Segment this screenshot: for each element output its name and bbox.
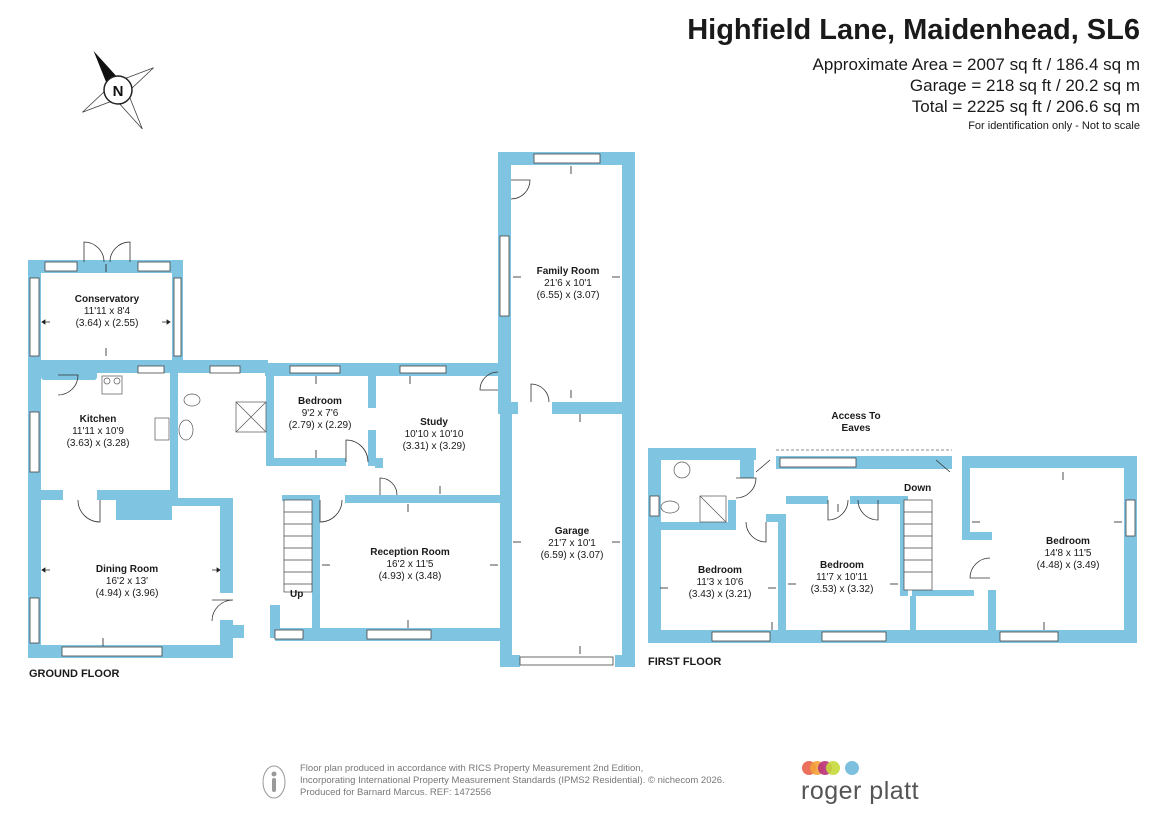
brand-logo-text: roger platt xyxy=(801,777,920,805)
compass-rose-icon: N xyxy=(82,50,154,130)
room-metric: (4.48) x (3.49) xyxy=(1036,560,1100,571)
room-dims: 21'7 x 10'1 xyxy=(548,538,596,549)
footer-disclaimer: Floor plan produced in accordance with R… xyxy=(300,763,725,799)
ground-floor-label: GROUND FLOOR xyxy=(29,668,120,680)
room-dims: 14'8 x 11'5 xyxy=(1044,548,1092,559)
footer-line-2: Incorporating International Property Mea… xyxy=(300,775,725,786)
room-metric: (6.55) x (3.07) xyxy=(536,290,600,301)
room-dims: 11'11 x 8'4 xyxy=(83,306,131,317)
room-bedroom-ground: Bedroom 9'2 x 7'6 (2.79) x (2.29) xyxy=(289,396,352,432)
room-bedroom-first-2: Bedroom 11'7 x 10'11 (3.53) x (3.32) xyxy=(811,560,874,596)
windows xyxy=(29,153,1136,666)
room-dining-room: Dining Room 16'2 x 13' (4.94) x (3.96) xyxy=(96,564,159,600)
doors xyxy=(57,179,991,622)
access-line-1: Access To xyxy=(831,411,881,422)
room-name: Bedroom xyxy=(1046,536,1090,547)
room-metric: (2.79) x (2.29) xyxy=(288,420,352,431)
total-area: Total = 2225 sq ft / 206.6 sq m xyxy=(911,97,1140,116)
room-name: Family Room xyxy=(536,266,600,277)
approximate-area: Approximate Area = 2007 sq ft / 186.4 sq… xyxy=(812,55,1140,74)
room-name: Bedroom xyxy=(698,565,742,576)
access-line-2: Eaves xyxy=(841,423,871,434)
stairs-down-label: Down xyxy=(904,483,932,494)
brand-logo-dots-icon xyxy=(802,761,859,775)
room-name: Study xyxy=(420,417,448,428)
room-metric: (3.63) x (3.28) xyxy=(66,438,130,449)
room-bedroom-first-1: Bedroom 11'3 x 10'6 (3.43) x (3.21) xyxy=(689,565,752,601)
room-conservatory: Conservatory 11'11 x 8'4 (3.64) x (2.55) xyxy=(75,294,139,330)
room-metric: (4.94) x (3.96) xyxy=(95,588,159,599)
room-name: Reception Room xyxy=(370,547,450,558)
room-name: Garage xyxy=(554,526,590,537)
access-to-eaves-label: Access To Eaves xyxy=(826,411,886,435)
room-name: Bedroom xyxy=(298,396,342,407)
room-name: Kitchen xyxy=(79,414,117,425)
footer-line-3: Produced for Barnard Marcus. REF: 147255… xyxy=(300,787,492,798)
room-dims: 11'11 x 10'9 xyxy=(72,426,124,437)
room-metric: (3.53) x (3.32) xyxy=(810,584,874,595)
room-name: Dining Room xyxy=(95,564,159,575)
room-dims: 16'2 x 11'5 xyxy=(386,559,434,570)
room-dims: 16'2 x 13' xyxy=(105,576,149,587)
room-metric: (3.43) x (3.21) xyxy=(688,589,752,600)
room-metric: (3.31) x (3.29) xyxy=(402,441,466,452)
page-title: Highfield Lane, Maidenhead, SL6 xyxy=(687,14,1140,46)
room-dims: 21'6 x 10'1 xyxy=(544,278,592,289)
compass-north-label: N xyxy=(113,83,124,100)
room-family-room: Family Room 21'6 x 10'1 (6.55) x (3.07) xyxy=(537,266,600,302)
room-dims: 10'10 x 10'10 xyxy=(404,429,464,440)
area-summary: Approximate Area = 2007 sq ft / 186.4 sq… xyxy=(813,54,1140,117)
room-dims: 11'3 x 10'6 xyxy=(696,577,744,588)
room-dims: 9'2 x 7'6 xyxy=(301,408,339,419)
fixtures xyxy=(101,375,727,523)
dimension-arrows xyxy=(41,166,1122,654)
scale-note: For identification only - Not to scale xyxy=(968,120,1140,132)
room-metric: (6.59) x (3.07) xyxy=(540,550,604,561)
room-name: Bedroom xyxy=(820,560,864,571)
room-metric: (4.93) x (3.48) xyxy=(378,571,442,582)
room-kitchen: Kitchen 11'11 x 10'9 (3.63) x (3.28) xyxy=(67,414,130,450)
walls xyxy=(28,152,1137,667)
room-dims: 11'7 x 10'11 xyxy=(816,572,868,583)
room-garage: Garage 21'7 x 10'1 (6.59) x (3.07) xyxy=(541,526,604,562)
room-study: Study 10'10 x 10'10 (3.31) x (3.29) xyxy=(403,417,466,453)
room-bedroom-first-3: Bedroom 14'8 x 11'5 (4.48) x (3.49) xyxy=(1037,536,1100,572)
room-metric: (3.64) x (2.55) xyxy=(75,318,139,329)
stairs xyxy=(283,499,933,593)
first-floor-label: FIRST FLOOR xyxy=(648,656,722,668)
person-icon xyxy=(262,765,286,799)
room-reception-room: Reception Room 16'2 x 11'5 (4.93) x (3.4… xyxy=(370,547,449,583)
garage-area: Garage = 218 sq ft / 20.2 sq m xyxy=(909,76,1140,95)
footer-line-1: Floor plan produced in accordance with R… xyxy=(300,763,644,774)
stairs-up-label: Up xyxy=(290,589,304,600)
room-name: Conservatory xyxy=(74,294,140,305)
